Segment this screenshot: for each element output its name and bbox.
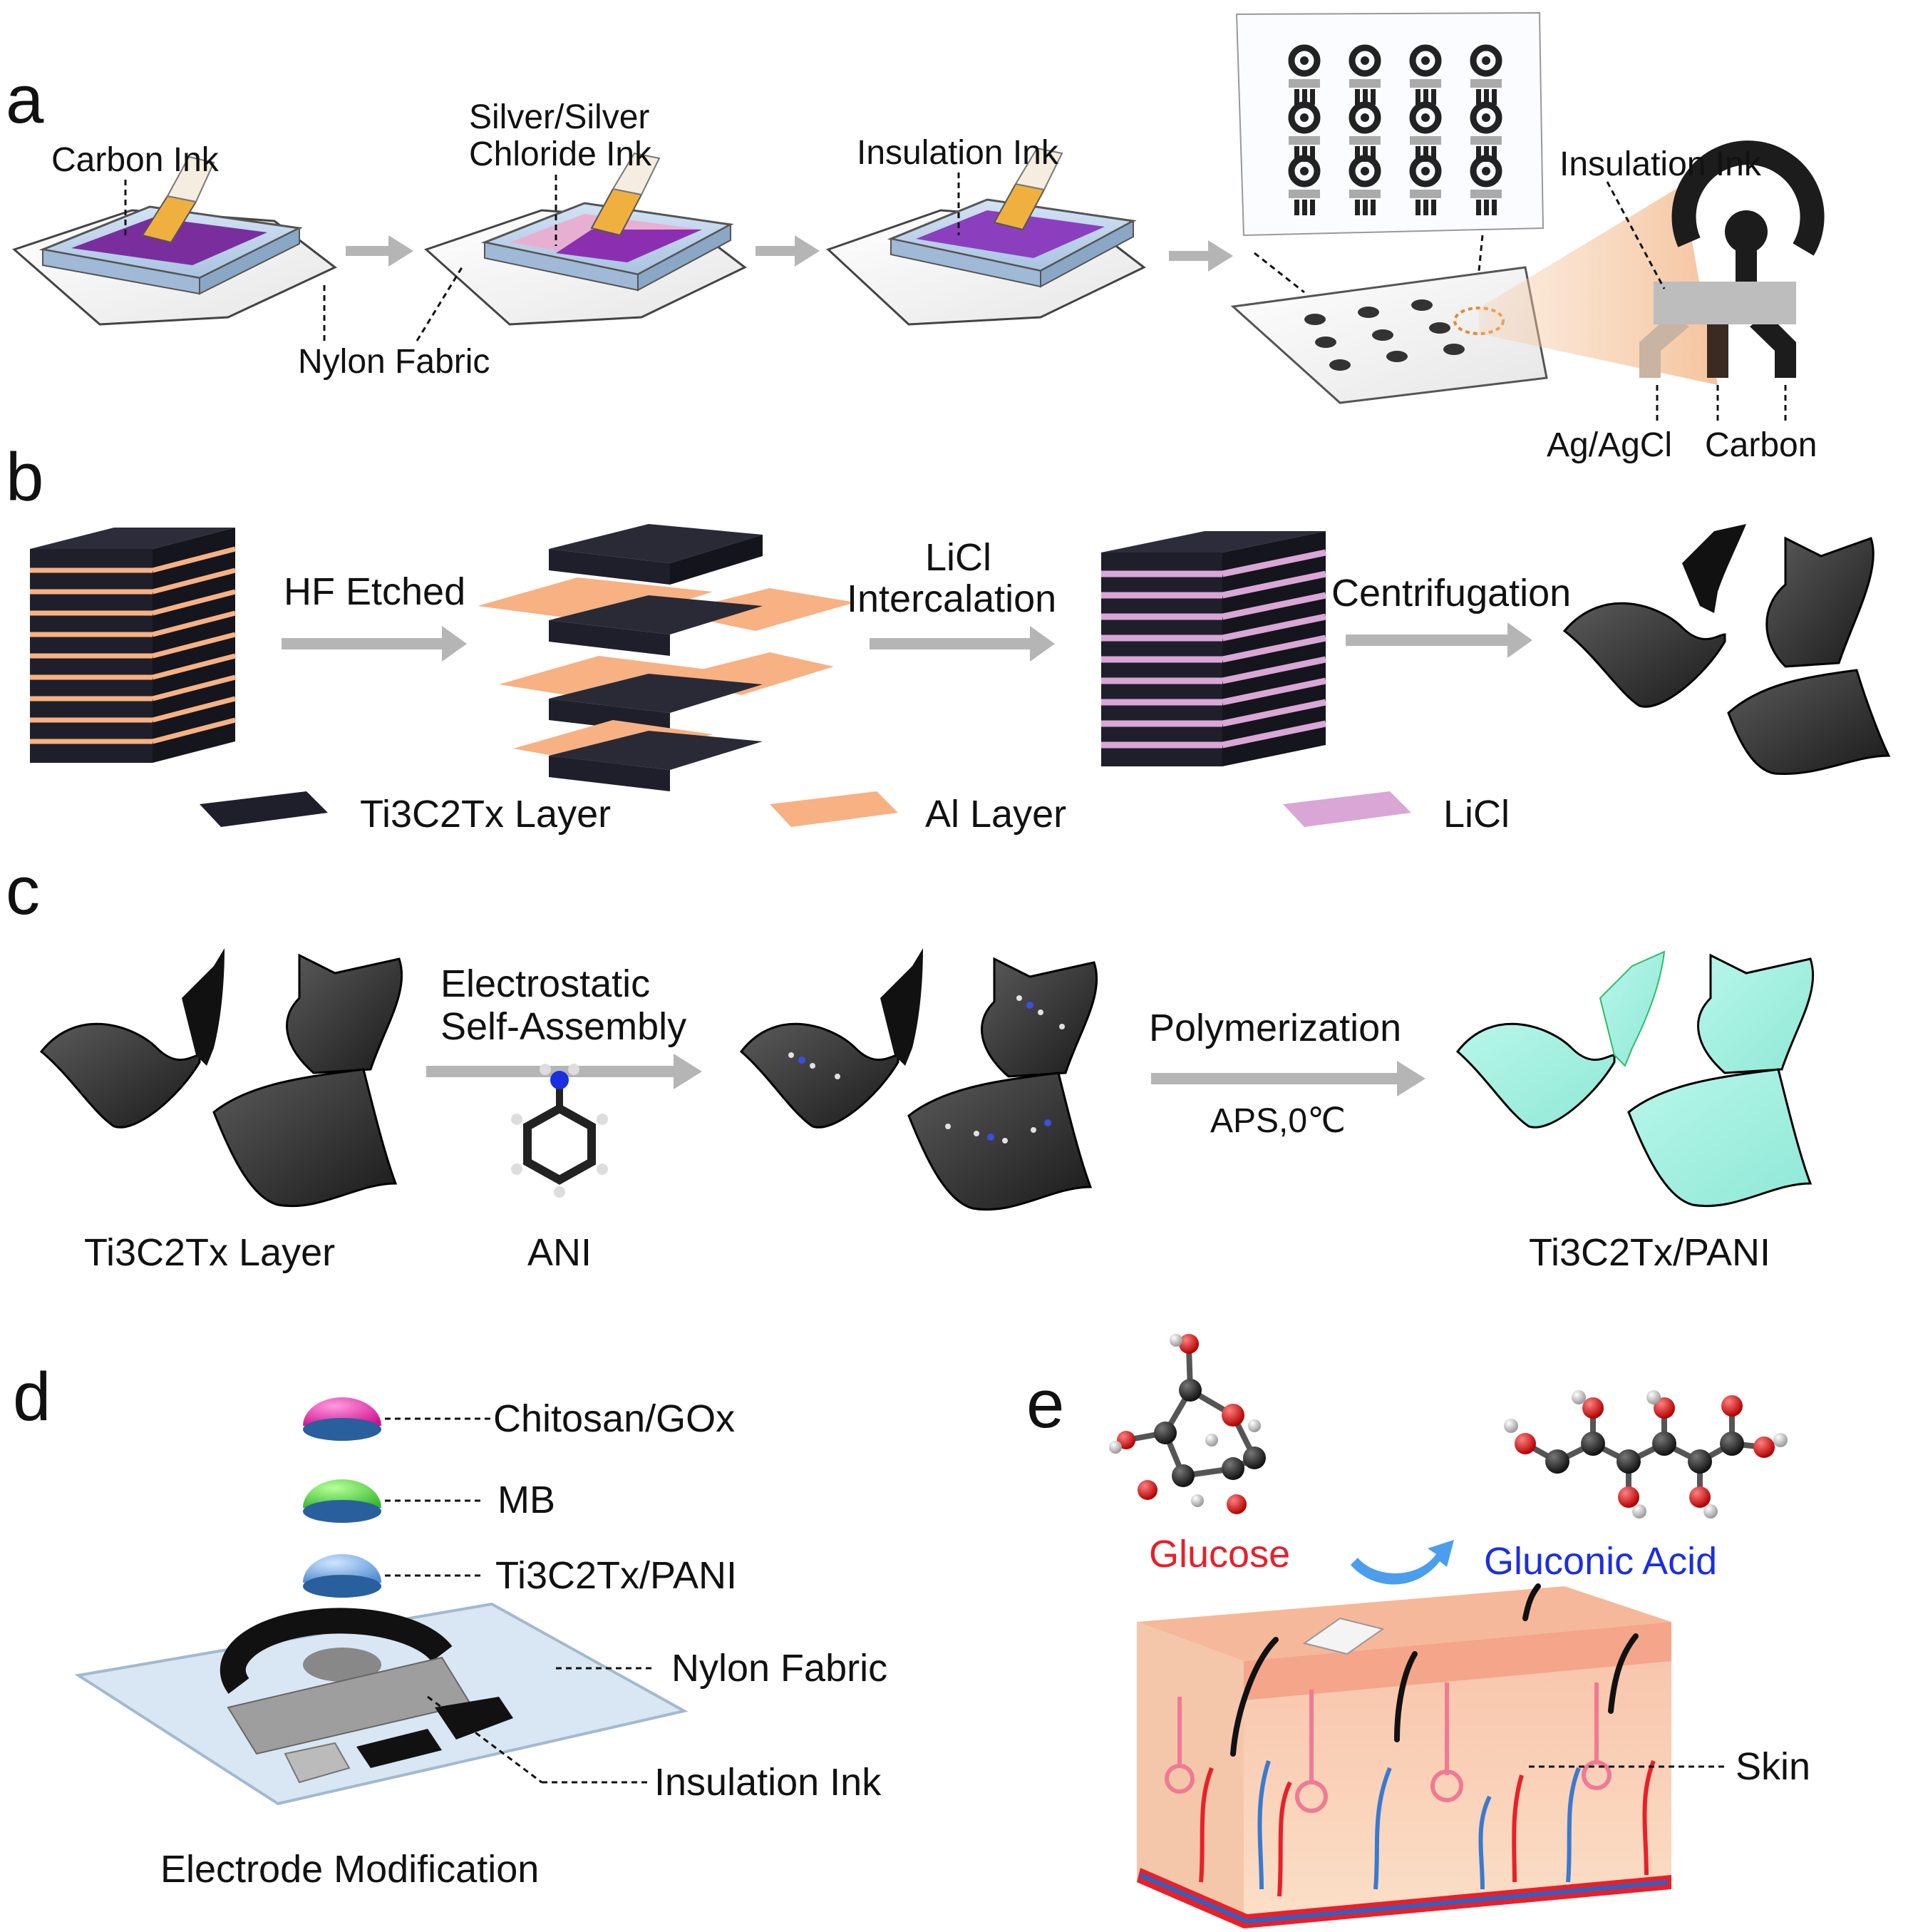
silver-ink-label-2: Chloride Ink <box>469 135 652 173</box>
panel-c: c Ti3C2Tx Layer Electrostatic Self-Assem… <box>6 853 1815 1274</box>
ti-pani-dome <box>303 1554 381 1598</box>
panel-b-label: b <box>6 439 43 515</box>
nylon-fabric-d-label: Nylon Fabric <box>671 1647 887 1690</box>
arrow-c2 <box>1151 1061 1425 1096</box>
centrifugation-label: Centrifugation <box>1331 572 1571 615</box>
reaction-arrow <box>1351 1540 1454 1585</box>
ani-label: ANI <box>527 1231 592 1274</box>
panel-d: d Chitosan/GOx MB Ti3C2Tx/PANI <box>13 1359 887 1891</box>
electrostatic-label-1: Electrostatic <box>440 962 650 1005</box>
panel-a-label: a <box>6 61 44 138</box>
arrow-a1 <box>346 235 413 267</box>
legend-b: Ti3C2Tx Layer Al Layer LiCl <box>200 791 1510 836</box>
ani-molecule <box>511 1064 608 1198</box>
skin-label: Skin <box>1736 1745 1810 1788</box>
ti-pani-label: Ti3C2Tx/PANI <box>1529 1231 1770 1274</box>
gluconic-acid-label: Gluconic Acid <box>1484 1540 1717 1583</box>
panel-c-label: c <box>6 853 40 929</box>
polymerization-label: Polymerization <box>1149 1007 1401 1049</box>
glucose-label: Glucose <box>1149 1533 1290 1576</box>
insulation-ink-detail-label: Insulation Ink <box>1559 145 1762 183</box>
mb-label: MB <box>497 1479 555 1521</box>
arrow-b3 <box>1346 622 1532 658</box>
screen-print-carbon <box>12 155 337 326</box>
electrode-detail <box>1639 140 1825 378</box>
ag-agcl-label: Ag/AgCl <box>1547 426 1672 464</box>
chitosan-gox-dome <box>303 1397 381 1441</box>
gluconic-acid-molecule <box>1504 1390 1788 1519</box>
hf-etched-label: HF Etched <box>284 570 465 613</box>
aps-label: APS,0℃ <box>1210 1102 1346 1140</box>
skin-block <box>1137 1583 1671 1928</box>
insulation-ink-d-label: Insulation Ink <box>654 1761 882 1804</box>
licl-label-1: LiCl <box>925 536 991 579</box>
mb-dome <box>303 1479 381 1523</box>
electrode-modification-label: Electrode Modification <box>160 1848 539 1891</box>
nylon-fabric-label: Nylon Fabric <box>298 343 490 381</box>
electrode-on-fabric <box>74 1602 689 1806</box>
arrow-b2 <box>870 626 1055 662</box>
panel-d-label: d <box>13 1359 51 1435</box>
silver-ink-label-1: Silver/Silver <box>469 98 649 136</box>
arrow-a2 <box>756 235 820 267</box>
legend-ti3c2tx: Ti3C2Tx Layer <box>360 793 611 836</box>
carbon-label: Carbon <box>1705 426 1817 464</box>
panel-e-label: e <box>1026 1366 1064 1442</box>
insulation-ink-label: Insulation Ink <box>857 134 1059 172</box>
mxene-flakes-c <box>39 948 403 1207</box>
screen-print-insulation <box>826 147 1146 326</box>
etched-stack <box>478 524 855 791</box>
mxene-ani-flakes <box>739 948 1098 1211</box>
licl-stack <box>1101 531 1326 766</box>
legend-swatch-ti3c2tx <box>200 791 328 827</box>
carbon-ink-label: Carbon Ink <box>51 141 220 179</box>
panel-b: b HF Etched <box>6 439 1891 836</box>
legend-swatch-al <box>770 791 898 827</box>
arrow-b1 <box>282 626 467 662</box>
arrow-c1 <box>426 1054 702 1089</box>
pani-flakes <box>1455 950 1815 1207</box>
chitosan-gox-label: Chitosan/GOx <box>493 1397 735 1440</box>
electrostatic-label-2: Self-Assembly <box>440 1005 686 1048</box>
legend-swatch-licl <box>1283 791 1411 827</box>
licl-label-2: Intercalation <box>847 577 1056 620</box>
legend-al: Al Layer <box>925 793 1066 836</box>
panel-a: a Carbon Ink Silver/Silver Chloride Ink <box>6 11 1825 464</box>
arrow-a3 <box>1169 240 1233 272</box>
ti-layer-label: Ti3C2Tx Layer <box>84 1231 335 1274</box>
screen-print-silver <box>424 152 747 326</box>
mxene-flakes-b <box>1562 524 1891 776</box>
legend-licl: LiCl <box>1443 793 1510 836</box>
ti-pani-d-label: Ti3C2Tx/PANI <box>495 1554 737 1597</box>
max-phase-stack <box>30 528 236 763</box>
panel-e: e Glucose <box>1026 1334 1810 1928</box>
glucose-molecule <box>1109 1334 1266 1514</box>
